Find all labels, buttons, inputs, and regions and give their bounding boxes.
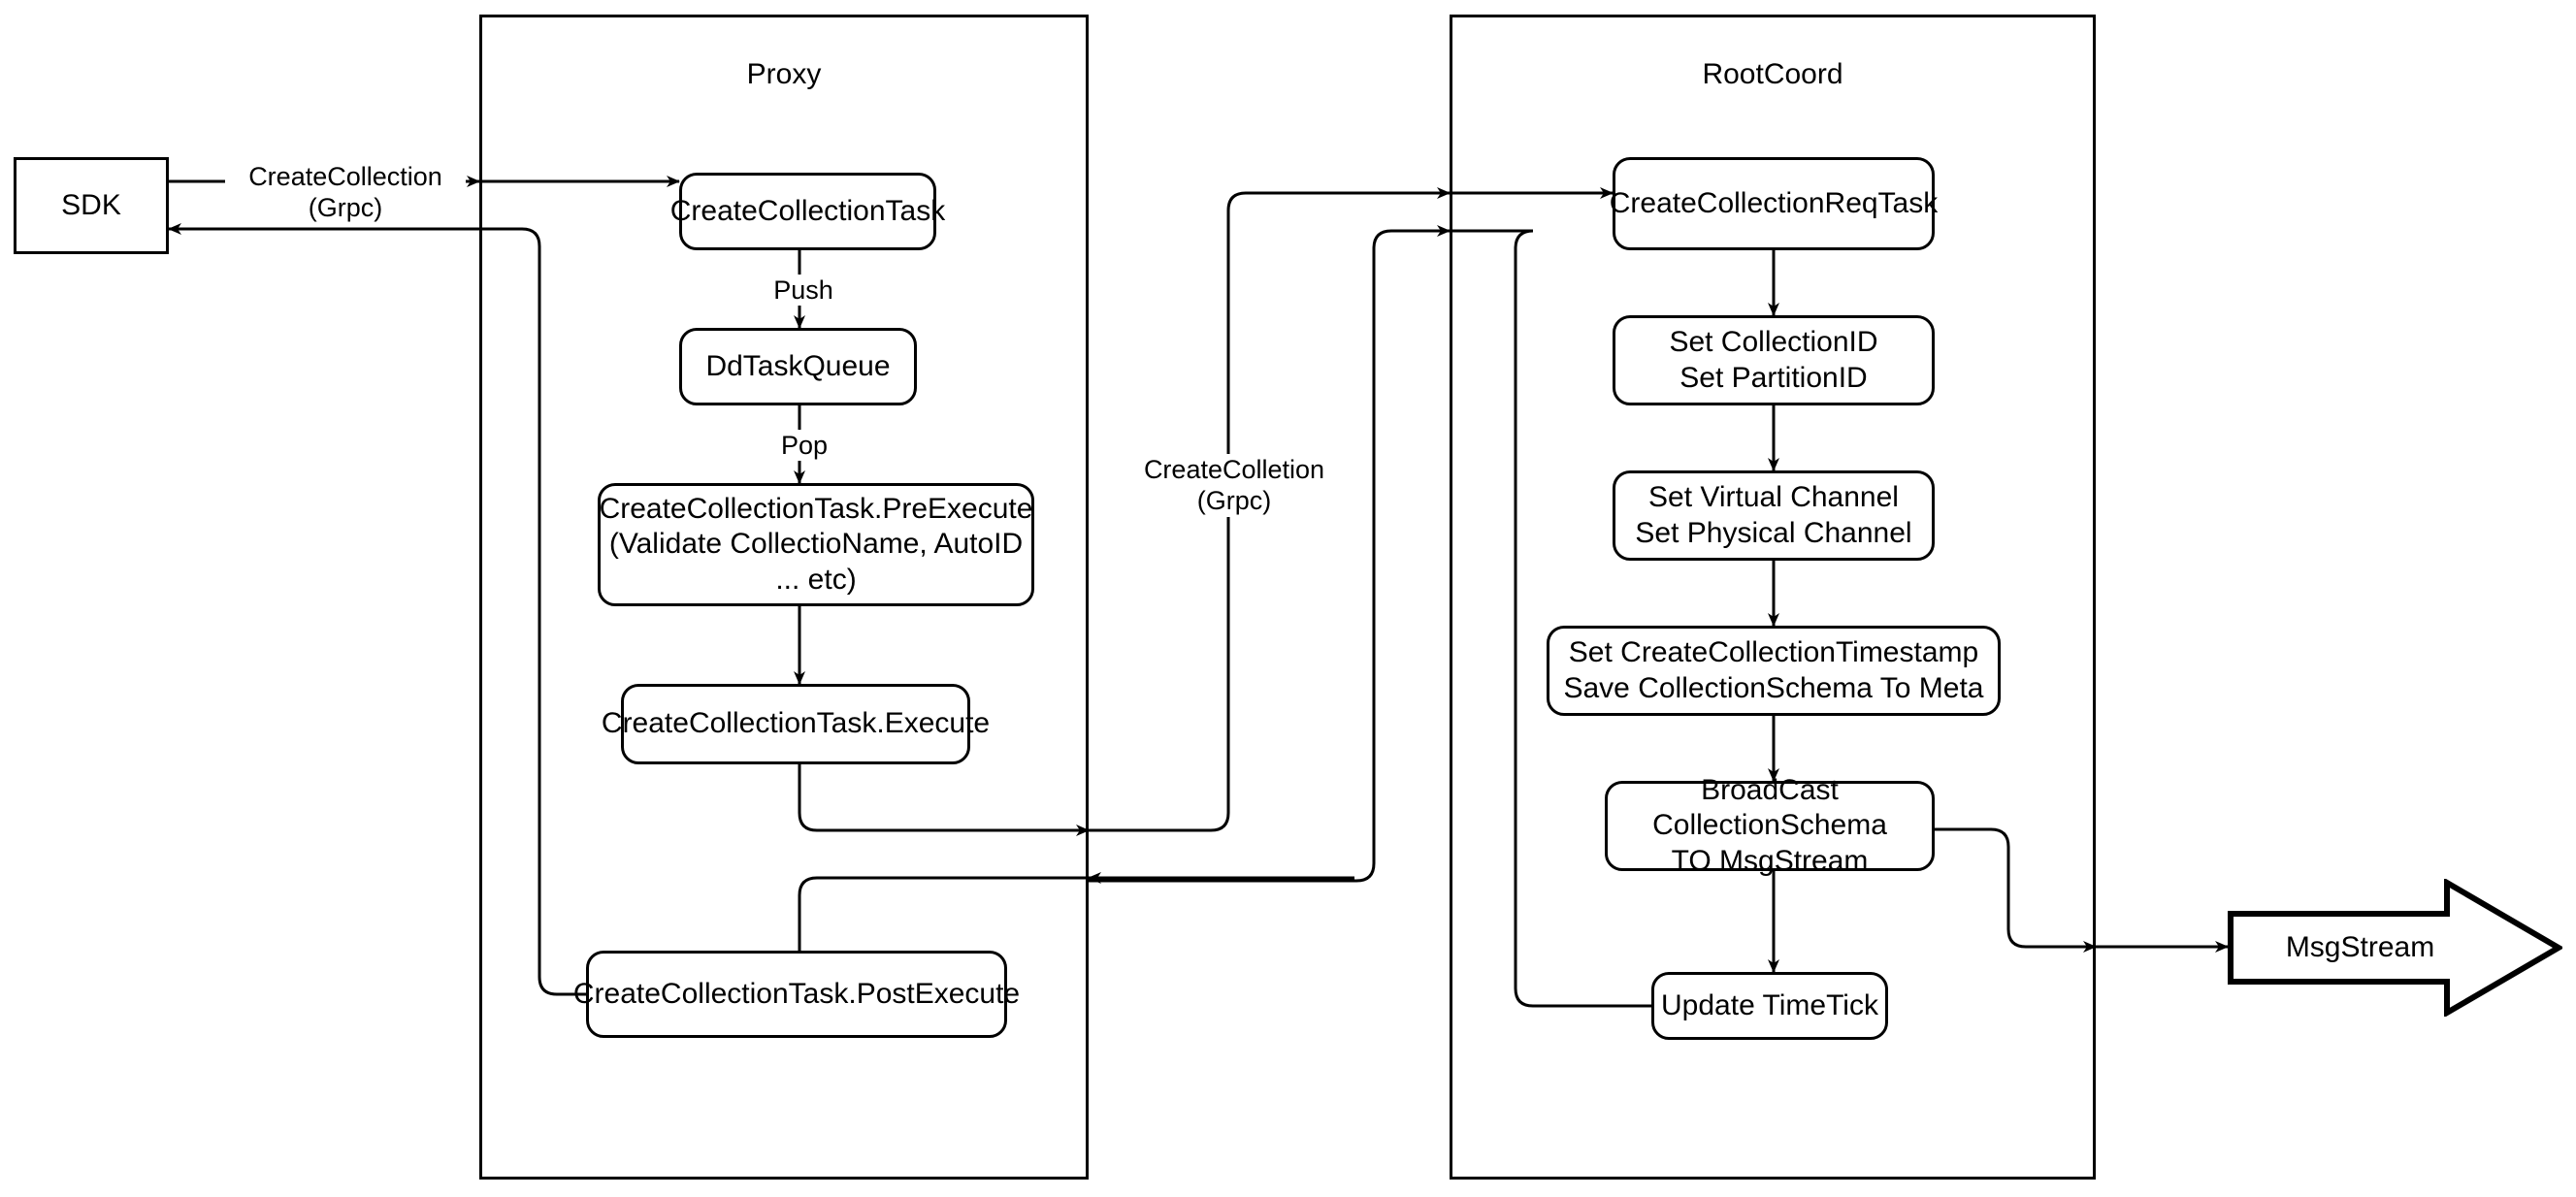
node-set-timestamp[interactable]: Set CreateCollectionTimestamp Save Colle… bbox=[1547, 626, 2001, 716]
node-set-ids[interactable]: Set CollectionID Set PartitionID bbox=[1613, 315, 1935, 405]
node-msgstream-label: MsgStream bbox=[2285, 931, 2435, 963]
node-dd-task-queue[interactable]: DdTaskQueue bbox=[679, 328, 917, 405]
node-broadcast[interactable]: BroadCast CollectionSchema TO MsgStream bbox=[1605, 774, 1935, 877]
container-rootcoord-title: RootCoord bbox=[1702, 58, 1843, 90]
edge-rootcoord-reply-route bbox=[1087, 248, 1376, 883]
node-create-collection-task[interactable]: CreateCollectionTask bbox=[670, 173, 945, 250]
node-set-channels[interactable]: Set Virtual Channel Set Physical Channel bbox=[1613, 470, 1935, 561]
edge-label-pop: Pop bbox=[747, 430, 862, 462]
node-msgstream[interactable]: MsgStream bbox=[2228, 879, 2562, 1017]
node-pre-execute[interactable]: CreateCollectionTask.PreExecute (Validat… bbox=[598, 483, 1034, 606]
edge-label-sdk-to-proxy: CreateCollection (Grpc) bbox=[225, 161, 466, 224]
node-sdk[interactable]: SDK bbox=[14, 157, 169, 254]
edge-label-push: Push bbox=[741, 275, 865, 307]
node-execute[interactable]: CreateCollectionTask.Execute bbox=[602, 684, 990, 764]
node-post-execute[interactable]: CreateCollectionTask.PostExecute bbox=[573, 951, 1020, 1038]
node-update-timetick[interactable]: Update TimeTick bbox=[1651, 972, 1888, 1040]
edge-rootcoord-reply-to-proxy bbox=[1372, 225, 1451, 249]
node-create-collection-req-task[interactable]: CreateCollectionReqTask bbox=[1610, 157, 1938, 250]
msgstream-arrow-icon bbox=[2228, 879, 2562, 1017]
container-proxy-title: Proxy bbox=[746, 58, 822, 90]
edge-label-proxy-to-rootcoord: CreateColletion (Grpc) bbox=[1114, 454, 1354, 517]
